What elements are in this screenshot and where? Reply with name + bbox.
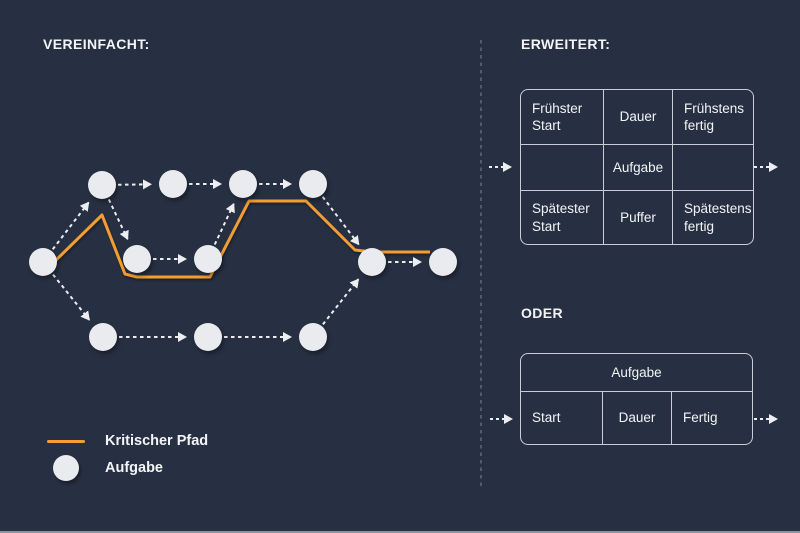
network-node-final xyxy=(429,248,457,276)
cell-duration: Dauer xyxy=(603,392,672,444)
task-node-icon xyxy=(53,455,79,481)
bottom-edge-strip xyxy=(0,531,800,533)
right-panel-title: ERWEITERT: xyxy=(521,36,611,52)
or-label: ODER xyxy=(521,305,564,321)
legend-label-critical-path: Kritischer Pfad xyxy=(105,433,209,449)
network-node-t4 xyxy=(299,170,327,198)
network-node-b2 xyxy=(194,323,222,351)
cell-latest-start: Spätester Start xyxy=(521,191,604,244)
network-node-start xyxy=(29,248,57,276)
cell-earliest-finish: Frühstens fertig xyxy=(673,90,753,145)
network-node-b1 xyxy=(89,323,117,351)
cell-empty-right xyxy=(673,145,753,191)
network-node-t3 xyxy=(229,170,257,198)
network-node-t2 xyxy=(159,170,187,198)
network-edge-b3-end xyxy=(322,278,360,326)
extended-task-table: Frühster Start Dauer Frühstens fertig Au… xyxy=(520,89,754,245)
network-edge-start-b1 xyxy=(52,273,91,321)
network-node-m2 xyxy=(194,245,222,273)
network-node-b3 xyxy=(299,323,327,351)
network-node-t1 xyxy=(88,171,116,199)
cell-task-name: Aufgabe xyxy=(604,145,673,191)
legend-item-task: Aufgabe xyxy=(47,455,208,481)
left-panel-title: VEREINFACHT: xyxy=(43,36,150,52)
cell-finish: Fertig xyxy=(683,410,718,426)
critical-path-swatch-icon xyxy=(47,439,85,443)
network-edge-start-t1 xyxy=(51,201,90,250)
network-edge-m2-t3 xyxy=(213,203,235,245)
simple-task-table: Aufgabe Start Dauer Fertig xyxy=(520,353,753,445)
cell-buffer: Puffer xyxy=(604,191,673,244)
cell-task-header: Aufgabe xyxy=(521,354,752,392)
legend-item-critical-path: Kritischer Pfad xyxy=(47,428,208,454)
cell-duration-top: Dauer xyxy=(604,90,673,145)
network-edge-t1-m1 xyxy=(107,199,129,241)
cell-latest-finish: Spätestens fertig xyxy=(684,201,752,234)
cell-start: Start xyxy=(521,392,603,444)
cell-empty-left xyxy=(521,145,604,191)
network-edge-t4-end xyxy=(321,196,360,246)
legend-label-task: Aufgabe xyxy=(105,460,163,476)
legend: Kritischer Pfad Aufgabe xyxy=(47,428,208,482)
cell-earliest-start: Frühster Start xyxy=(521,90,604,145)
network-node-m1 xyxy=(123,245,151,273)
network-node-end xyxy=(358,248,386,276)
